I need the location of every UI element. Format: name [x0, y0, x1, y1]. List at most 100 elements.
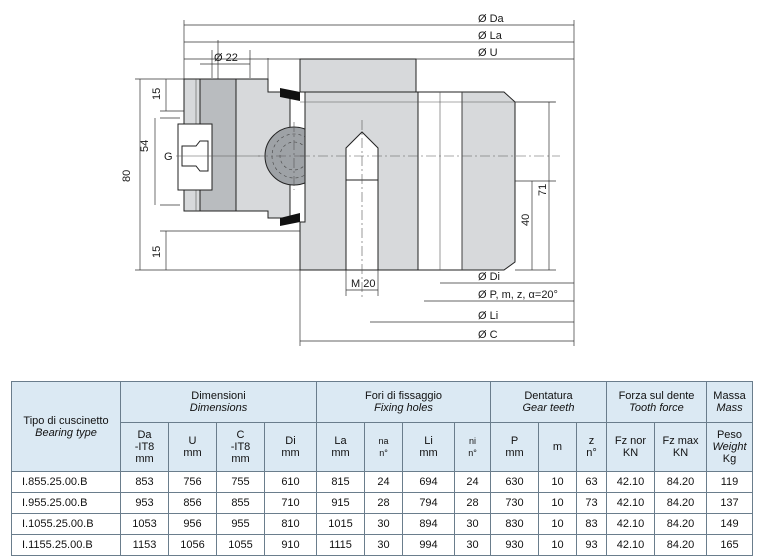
table-cell: 24 [364, 471, 403, 493]
dim-15-top-label: 15 [151, 88, 163, 100]
table-cell: 755 [216, 471, 265, 493]
table-cell: 1115 [316, 534, 365, 556]
table-cell: 1056 [168, 534, 217, 556]
table-cell: 165 [706, 534, 753, 556]
table-cell: 756 [168, 471, 217, 493]
table-cell: 42.10 [606, 471, 655, 493]
table-cell: 710 [264, 492, 317, 514]
dim-40-label: 40 [520, 214, 532, 226]
table-cell: 42.10 [606, 492, 655, 514]
table-cell: 63 [576, 471, 607, 493]
table-cell: 1153 [120, 534, 169, 556]
table-cell: 953 [120, 492, 169, 514]
table-cell: 1053 [120, 513, 169, 535]
table-cell: 149 [706, 513, 753, 535]
dim-d22-label: Ø 22 [214, 52, 238, 64]
table-cell: 930 [490, 534, 539, 556]
bearing-code-cell: I.855.25.00.B [11, 471, 121, 493]
bearing-spec-table: Tipo di cuscinetto Bearing type Dimensio… [11, 381, 753, 556]
table-cell: 30 [454, 513, 491, 535]
bearing-code-cell: I.955.25.00.B [11, 492, 121, 514]
col-m: m [538, 422, 577, 472]
table-cell: 42.10 [606, 513, 655, 535]
table-cell: 630 [490, 471, 539, 493]
table-cell: 84.20 [654, 492, 707, 514]
table-cell: 42.10 [606, 534, 655, 556]
table-cell: 810 [264, 513, 317, 535]
table-cell: 93 [576, 534, 607, 556]
outer-ring [176, 78, 300, 226]
dim-da-label: Ø Da [478, 13, 505, 25]
table-cell: 119 [706, 471, 753, 493]
table-cell: 83 [576, 513, 607, 535]
bottom-dimension-lines [299, 20, 575, 346]
dim-m20-label: M 20 [351, 278, 375, 290]
bearing-code-cell: I.1155.25.00.B [11, 534, 121, 556]
dim-p-label: Ø P, m, z, α=20° [478, 289, 558, 301]
header-gear-teeth: Dentatura Gear teeth [490, 381, 607, 423]
dim-u-label: Ø U [478, 47, 498, 59]
table-cell: 956 [168, 513, 217, 535]
table-cell: 28 [454, 492, 491, 514]
table-cell: 794 [402, 492, 455, 514]
header-mass: Massa Mass [706, 381, 753, 423]
bearing-code-cell: I.1055.25.00.B [11, 513, 121, 535]
dim-li-label: Ø Li [478, 310, 498, 322]
table-cell: 915 [316, 492, 365, 514]
table-cell: 10 [538, 471, 577, 493]
table-cell: 28 [364, 492, 403, 514]
table-cell: 815 [316, 471, 365, 493]
table-cell: 1015 [316, 513, 365, 535]
dim-80-label: 80 [121, 170, 133, 182]
table-cell: 730 [490, 492, 539, 514]
table-cell: 610 [264, 471, 317, 493]
dim-la-label: Ø La [478, 30, 503, 42]
table-cell: 894 [402, 513, 455, 535]
table-cell: 84.20 [654, 534, 707, 556]
table-cell: 30 [454, 534, 491, 556]
table-cell: 955 [216, 513, 265, 535]
dim-di-label: Ø Di [478, 271, 500, 283]
left-dimension-lines [135, 78, 300, 271]
right-dimension-lines [515, 101, 556, 271]
header-dimensions: Dimensioni Dimensions [120, 381, 317, 423]
table-cell: 830 [490, 513, 539, 535]
header-fixing-holes: Fori di fissaggio Fixing holes [316, 381, 491, 423]
dim-54-label: 54 [139, 140, 151, 152]
table-cell: 10 [538, 534, 577, 556]
bearing-cross-section-drawing: Ø Da Ø La Ø U Ø 22 15 54 80 15 G [121, 13, 575, 346]
table-cell: 10 [538, 513, 577, 535]
table-cell: 137 [706, 492, 753, 514]
table-cell: 853 [120, 471, 169, 493]
table-cell: 84.20 [654, 513, 707, 535]
table-cell: 994 [402, 534, 455, 556]
table-cell: 30 [364, 534, 403, 556]
table-cell: 73 [576, 492, 607, 514]
table-cell: 910 [264, 534, 317, 556]
table-cell: 30 [364, 513, 403, 535]
table-cell: 24 [454, 471, 491, 493]
inner-ring [299, 58, 560, 300]
header-bearing-type: Tipo di cuscinetto Bearing type [11, 381, 121, 472]
table-cell: 694 [402, 471, 455, 493]
dim-71-label: 71 [537, 184, 549, 196]
dim-c-label: Ø C [478, 329, 498, 341]
table-cell: 10 [538, 492, 577, 514]
table-cell: 1055 [216, 534, 265, 556]
header-tooth-force: Forza sul dente Tooth force [606, 381, 707, 423]
table-cell: 856 [168, 492, 217, 514]
